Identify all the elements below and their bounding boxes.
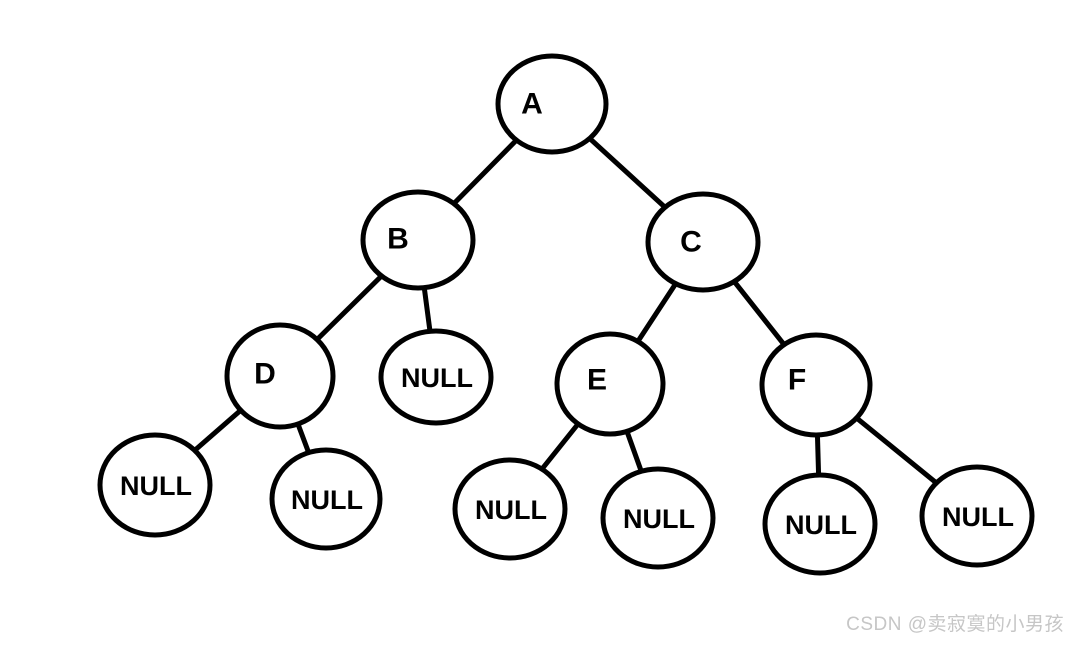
tree-node-C: C	[645, 191, 761, 293]
tree-node-circle-N3	[452, 457, 568, 561]
tree-node-label-N5: NULL	[785, 510, 857, 540]
tree-node-circle-NB	[378, 328, 494, 426]
tree-node-label-F: F	[788, 364, 806, 397]
tree-node-label-NB: NULL	[401, 363, 473, 393]
tree-node-circle-D	[224, 322, 336, 430]
tree-node-circle-N1	[97, 432, 213, 538]
tree-node-circle-N6	[919, 464, 1035, 568]
tree-node-N4: NULL	[600, 466, 716, 570]
tree-node-N3: NULL	[452, 457, 568, 561]
tree-node-label-D: D	[254, 358, 276, 391]
tree-node-N2: NULL	[269, 447, 383, 551]
tree-node-circle-B	[360, 189, 476, 291]
tree-node-F: F	[759, 332, 873, 438]
tree-node-NB: NULL	[378, 328, 494, 426]
tree-node-N6: NULL	[919, 464, 1035, 568]
tree-node-E: E	[554, 331, 666, 437]
tree-node-circle-A	[495, 53, 609, 155]
tree-node-circle-C	[645, 191, 761, 293]
watermark: CSDN @卖寂寞的小男孩	[846, 614, 1064, 635]
tree-node-circle-N2	[269, 447, 383, 551]
tree-node-circle-N4	[600, 466, 716, 570]
tree-node-N5: NULL	[762, 472, 878, 576]
tree-node-circle-E	[554, 331, 666, 437]
tree-node-label-N2: NULL	[291, 485, 363, 515]
tree-node-circle-N5	[762, 472, 878, 576]
tree-node-label-N1: NULL	[120, 471, 192, 501]
tree-node-label-E: E	[587, 364, 607, 397]
tree-node-label-N3: NULL	[475, 495, 547, 525]
tree-node-N1: NULL	[97, 432, 213, 538]
tree-node-A: A	[495, 53, 609, 155]
tree-node-circle-F	[759, 332, 873, 438]
tree-node-label-B: B	[387, 223, 409, 256]
tree-node-label-C: C	[680, 226, 702, 259]
tree-node-label-A: A	[521, 88, 543, 121]
tree-node-label-N6: NULL	[942, 502, 1014, 532]
tree-node-D: D	[224, 322, 336, 430]
tree-node-label-N4: NULL	[623, 504, 695, 534]
tree-node-B: B	[360, 189, 476, 291]
